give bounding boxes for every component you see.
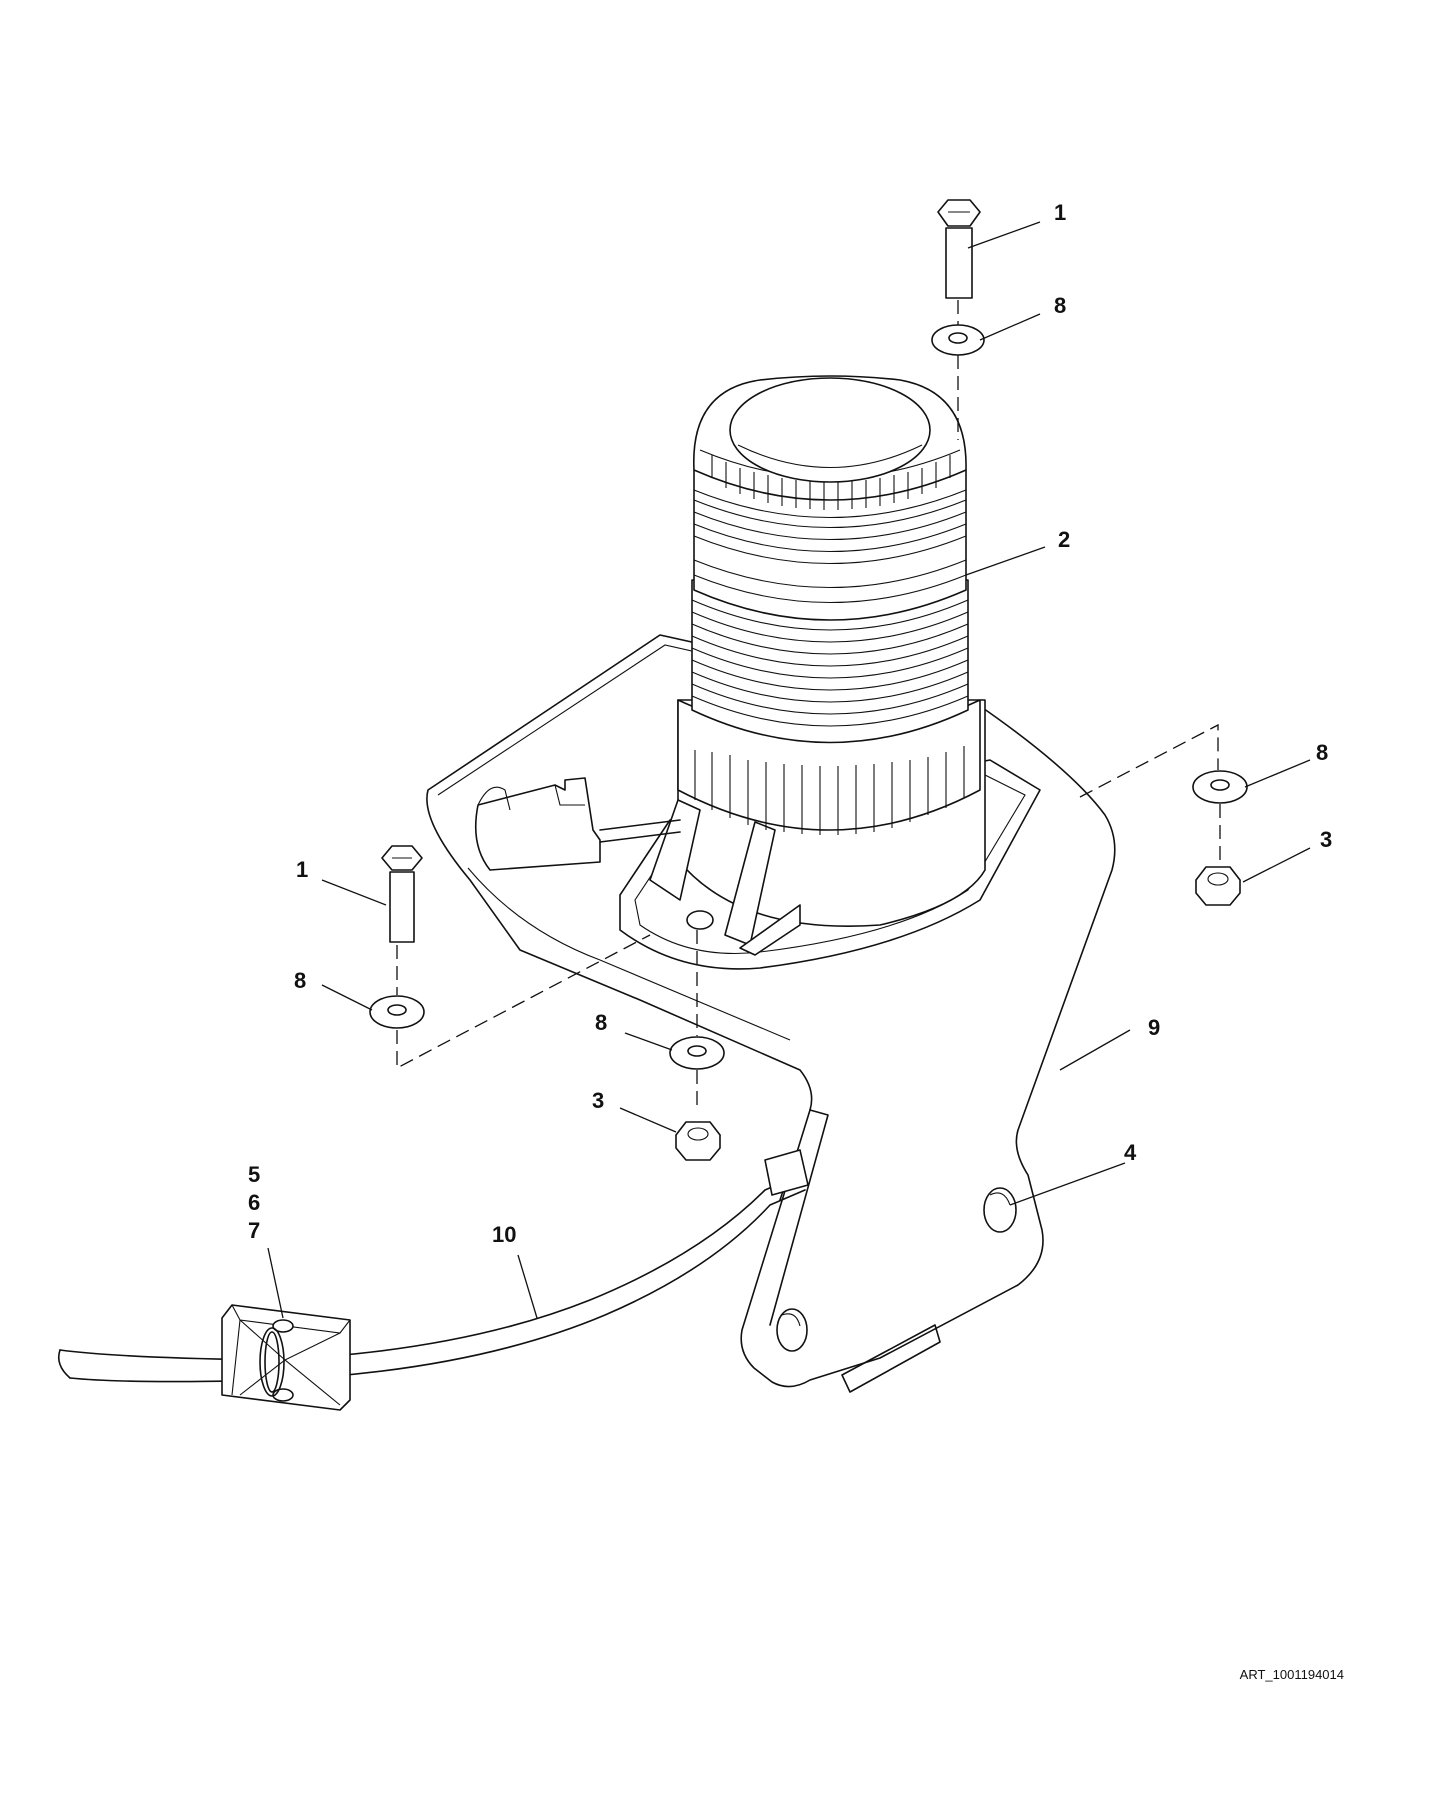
cable-tie-mount <box>221 1304 351 1411</box>
washer-left <box>369 995 425 1029</box>
callout-1: 1 <box>296 857 308 882</box>
callout-6: 6 <box>248 1190 260 1215</box>
nut-center <box>675 1121 721 1161</box>
callout-10: 10 <box>492 1222 516 1247</box>
flange-hole <box>686 910 714 930</box>
callout-3: 3 <box>1320 827 1332 852</box>
callout-7: 7 <box>248 1218 260 1243</box>
cable-tie <box>259 1327 285 1397</box>
washer-center <box>669 1036 725 1070</box>
callout-8: 8 <box>294 968 306 993</box>
washer-right <box>1192 770 1248 804</box>
bracket-slot <box>983 1187 1017 1233</box>
callout-4: 4 <box>1124 1140 1137 1165</box>
bolt-top <box>937 199 981 299</box>
callout-1: 1 <box>1054 200 1066 225</box>
callout-9: 9 <box>1148 1015 1160 1040</box>
callout-3: 3 <box>592 1088 604 1113</box>
callout-8: 8 <box>1316 740 1328 765</box>
callout-2: 2 <box>1058 527 1070 552</box>
art-number: ART_1001194014 <box>1240 1667 1344 1682</box>
bolt-left <box>381 845 423 943</box>
beacon-light <box>677 375 981 835</box>
callout-5: 5 <box>248 1162 260 1187</box>
callout-8: 8 <box>1054 293 1066 318</box>
cable <box>57 1149 809 1383</box>
leader-lines <box>267 221 1311 1319</box>
bracket-slot <box>776 1308 808 1352</box>
callout-8: 8 <box>595 1010 607 1035</box>
washer-top <box>931 324 985 356</box>
nut-right <box>1195 866 1241 906</box>
